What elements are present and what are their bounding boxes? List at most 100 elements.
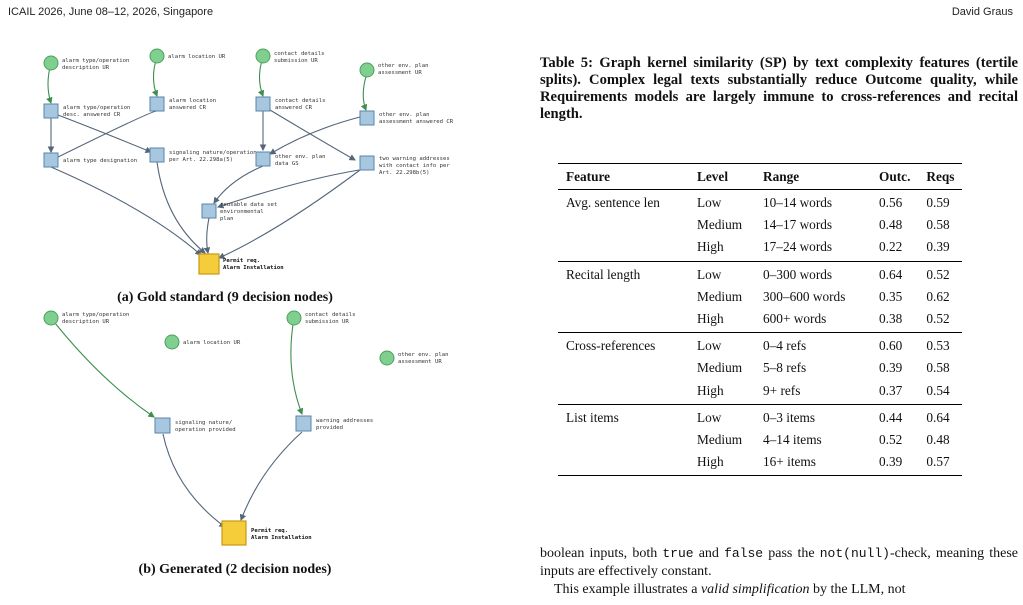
table-cell: 0–4 refs [763,338,807,354]
svg-text:Permit req.Alarm Installation: Permit req.Alarm Installation [223,258,284,271]
edge [213,165,264,204]
table-cell [558,357,689,379]
table-cell: 0.58 [926,360,950,376]
table-cell: 0.58 [926,217,950,233]
table-cell [558,214,689,236]
decision-node [255,96,271,112]
table-cell: 0–300 words [763,266,833,282]
body-paragraph-2: This example illustrates a valid simplif… [554,582,906,597]
start-node [255,48,271,64]
edge [269,109,356,161]
start-node [149,48,165,64]
target-node [221,520,247,546]
start-node [43,310,59,326]
table-cell: 0.53 [926,338,950,354]
table-cell: Low [697,195,722,210]
table-cell: 4–14 items [763,432,822,448]
table-cell: 0.64 [879,266,903,282]
table-caption: Table 5: Graph kernel similarity (SP) by… [540,55,1018,122]
edge [360,72,368,112]
edge [203,217,211,255]
table-cell: 5–8 refs [763,360,807,376]
table-cell: Recital length [566,266,641,282]
table-cell: Low [697,338,722,354]
body-paragraph-1: boolean inputs, both true and false pass… [540,546,1019,579]
start-node [43,55,59,71]
table-cell: 0.60 [879,338,903,354]
table-cell: 0.56 [879,195,903,210]
decision-node [149,147,165,163]
col-header: Range [755,163,871,190]
decision-node [149,96,165,112]
decision-node [359,155,375,171]
table-cell: 0.59 [926,195,950,210]
decision-node [43,152,59,168]
table-cell: 0.38 [879,311,903,327]
table-cell [558,236,689,261]
table-cell: High [697,454,724,470]
edge [290,317,304,416]
table-header-row: Feature Level Range Outc. Reqs [558,163,963,190]
table-cell: 0.57 [926,454,950,470]
decision-node [43,103,59,119]
table-cell: 0.44 [879,409,903,425]
running-header-right: David Graus [951,6,1013,18]
edge [269,116,361,155]
figure-b-caption: (b) Generated (2 decision nodes) [138,562,332,577]
table-cell: Avg. sentence len [566,195,660,210]
table-cell: Cross-references [566,338,656,354]
table-cell: 0.52 [879,432,903,448]
edge [50,317,155,418]
table-cell: 0.35 [879,288,903,304]
table-cell: Medium [697,217,743,233]
table-cell [558,308,689,333]
table-cell [558,429,689,451]
table-cell: 9+ refs [763,382,801,398]
table-cell: 0.54 [926,382,950,398]
col-header: Level [689,163,755,190]
figure-a-caption: (a) Gold standard (9 decision nodes) [117,290,333,305]
table-cell: Low [697,409,722,425]
table-cell: 0.48 [926,432,950,448]
col-header: Feature [558,163,689,190]
figure-a-edges [46,56,368,259]
table-row: Cross-references Low 0–4 refs 0.60 0.53 [558,333,962,358]
table-cell: List items [566,409,619,425]
table-cell: 14–17 words [763,217,833,233]
start-node [164,334,180,350]
start-node [359,62,375,78]
table-cell: Medium [697,432,743,448]
table-cell: 0.64 [926,409,950,425]
svg-text:alarm location UR: alarm location UR [168,54,226,60]
edge [50,166,202,256]
table-cell: 0.62 [926,288,950,304]
table-cell: 17–24 words [763,239,833,255]
col-header: Reqs [918,163,963,190]
svg-text:alarm location UR: alarm location UR [183,340,241,346]
table-cell: High [697,239,724,255]
svg-text:Permit req.Alarm Installation: Permit req.Alarm Installation [251,528,312,541]
edge [162,433,226,528]
table-cell: 600+ words [763,311,827,327]
